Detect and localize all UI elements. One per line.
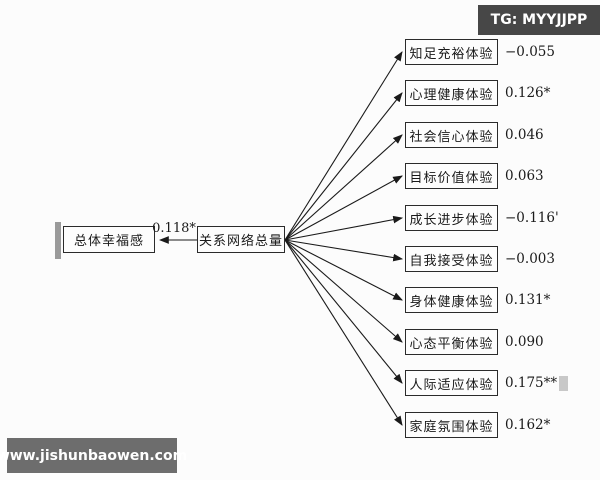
path-arrow (284, 239, 403, 426)
path-coefficient-label: 0.118* (152, 221, 196, 236)
outcome-coefficient-text: −0.116' (505, 210, 559, 226)
outcome-node: 目标价值体验 (405, 163, 498, 189)
outcome-coefficient-text: 0.126* (505, 85, 551, 101)
outcome-node: 身体健康体验 (405, 287, 498, 313)
highlight-artifact (559, 376, 569, 391)
path-arrow (284, 134, 403, 241)
outcome-node: 成长进步体验 (405, 205, 498, 231)
outcome-coefficient-text: 0.046 (505, 127, 544, 143)
outcome-node-label: 成长进步体验 (409, 212, 494, 228)
path-arrow (284, 239, 404, 262)
outcome-coefficient: 0.126* (505, 80, 550, 106)
outcome-node-label: 目标价值体验 (409, 170, 494, 186)
outcome-node-label: 知足充裕体验 (409, 46, 494, 62)
outcome-coefficient-text: 0.090 (505, 334, 544, 350)
outcome-node: 社会信心体验 (405, 122, 498, 148)
path-arrow (284, 239, 403, 384)
outcome-node-label: 家庭氛围体验 (409, 419, 494, 435)
outcome-node: 人际适应体验 (405, 370, 498, 396)
node-network-total-label: 关系网络总量 (198, 234, 283, 249)
outcome-node: 家庭氛围体验 (405, 412, 498, 438)
outcome-node: 心理健康体验 (405, 80, 498, 106)
outcome-coefficient: 0.175** (505, 370, 569, 396)
outcome-node-label: 社会信心体验 (409, 129, 494, 145)
path-arrow (284, 215, 404, 241)
outcome-coefficient: −0.055 (505, 39, 555, 65)
outcome-node-label: 心态平衡体验 (409, 336, 494, 352)
website-watermark-badge: www.jishunbaowen.com (0, 438, 187, 473)
telegram-watermark-badge: TG: MYYJJPP (478, 5, 600, 35)
outcome-coefficient-text: 0.131* (505, 292, 551, 308)
outcome-node: 自我接受体验 (405, 246, 498, 272)
left-edge-artifact (55, 222, 61, 259)
outcome-coefficient-text: −0.055 (505, 44, 555, 60)
outcome-coefficient-text: 0.063 (505, 168, 544, 184)
outcome-coefficient-text: 0.162* (505, 417, 551, 433)
outcome-node: 知足充裕体验 (405, 39, 498, 65)
outcome-coefficient: 0.131* (505, 287, 550, 313)
outcome-coefficient: 0.046 (505, 122, 544, 148)
path-arrow (284, 239, 403, 343)
node-network-total: 关系网络总量 (197, 226, 285, 253)
outcome-coefficient: −0.003 (505, 246, 555, 272)
path-arrow (284, 51, 403, 241)
outcome-coefficient: 0.090 (505, 329, 544, 355)
outcome-coefficient-text: 0.175** (505, 375, 558, 391)
outcome-coefficient: −0.116' (505, 205, 559, 231)
outcome-node-label: 心理健康体验 (409, 87, 494, 103)
path-arrow (284, 92, 403, 241)
outcome-node-label: 自我接受体验 (409, 253, 494, 269)
path-arrow (284, 239, 403, 301)
outcome-node: 心态平衡体验 (405, 329, 498, 355)
outcome-coefficient: 0.162* (505, 412, 550, 438)
outcome-coefficient-text: −0.003 (505, 251, 555, 267)
outcome-node-label: 身体健康体验 (409, 294, 494, 310)
outcome-coefficient: 0.063 (505, 163, 544, 189)
path-arrow (284, 175, 403, 241)
outcome-node-label: 人际适应体验 (409, 377, 494, 393)
node-overall-wellbeing-label: 总体幸福感 (73, 234, 144, 249)
node-overall-wellbeing: 总体幸福感 (63, 226, 155, 253)
